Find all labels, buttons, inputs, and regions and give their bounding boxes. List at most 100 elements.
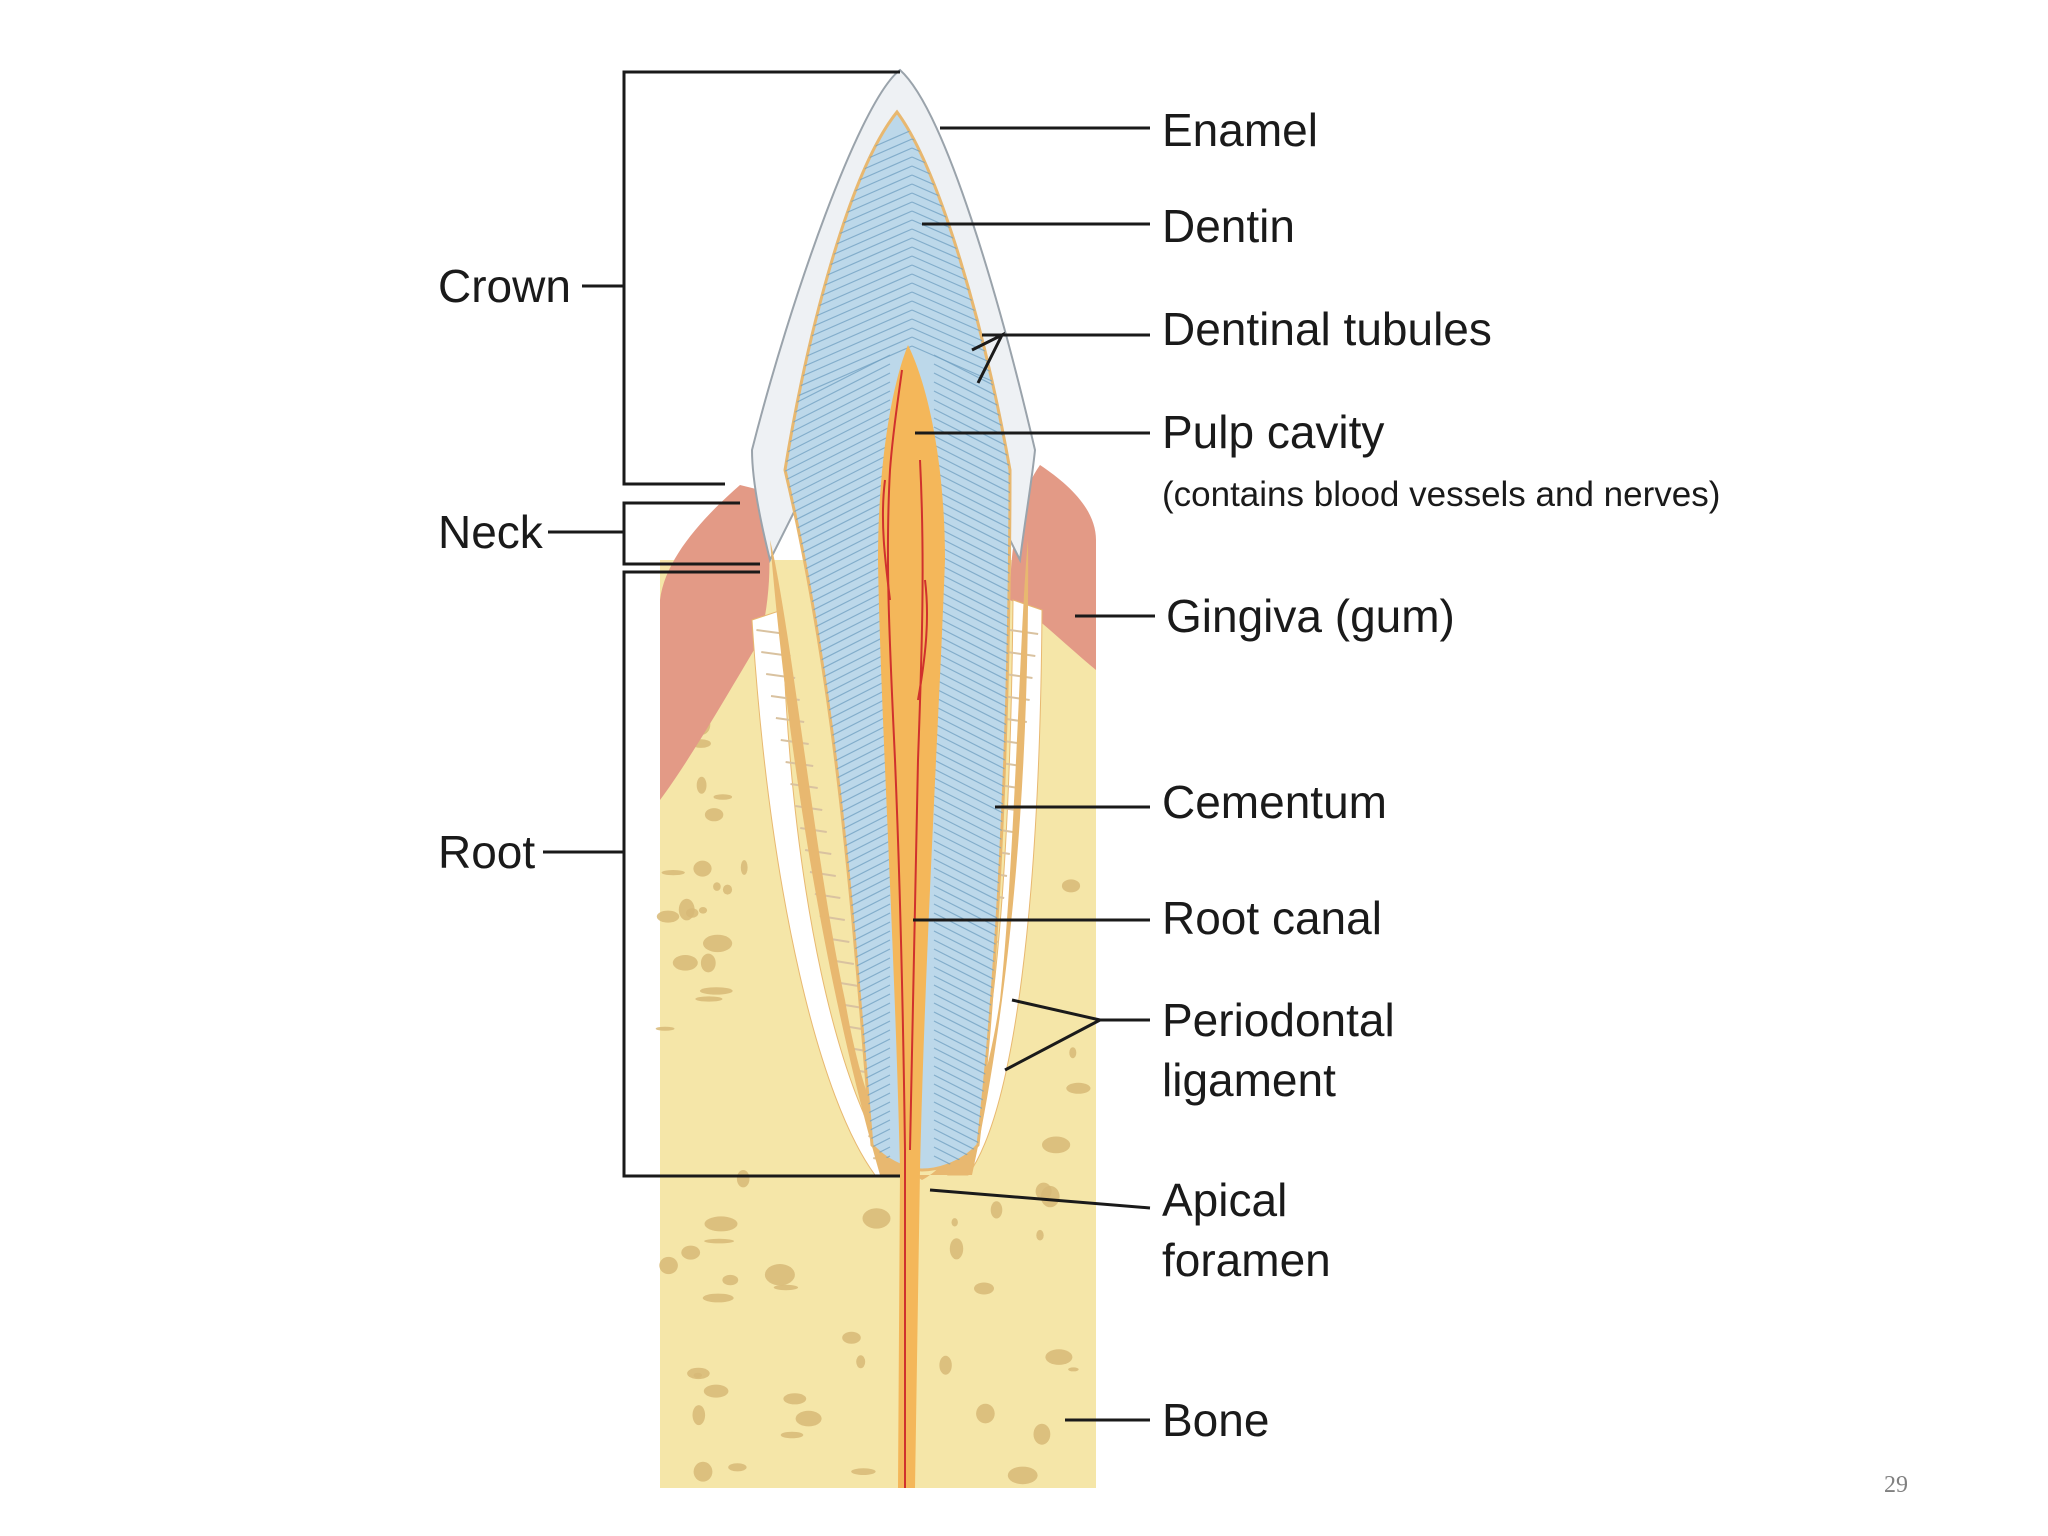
dentinal-tubule: [785, 480, 891, 552]
dentinal-tubule: [933, 543, 1010, 615]
blood-vessel: [881, 479, 891, 601]
bone-spot: [780, 1431, 804, 1439]
bone-spot: [704, 1216, 738, 1232]
neck-label: Neck: [438, 506, 544, 558]
bone-spot: [1069, 1047, 1077, 1059]
dentinal-tubule: [785, 255, 913, 327]
dentinal-tubule: [933, 426, 1010, 498]
bone-spot: [678, 898, 695, 921]
crown-bracket: [582, 70, 900, 486]
bone-spot: [740, 860, 748, 875]
pulp-cavity: [878, 345, 945, 1488]
bone-spot: [700, 953, 716, 973]
bone-spot: [661, 870, 685, 876]
dentinal-tubule: [933, 435, 1010, 507]
dentinal-tubule: [933, 399, 1010, 471]
dentinal-tubule: [785, 453, 891, 525]
dentinal-tubule: [933, 624, 1010, 696]
periodontal-fiber: [1004, 673, 1033, 679]
bone-spot: [672, 955, 698, 971]
dentinal-tubule: [785, 498, 891, 570]
dentinal-tubule: [785, 489, 891, 561]
bone-spot: [693, 1372, 702, 1378]
dentinal-tubule: [785, 507, 891, 579]
dentinal-tubule: [933, 750, 1010, 822]
dentinal-tubule: [785, 273, 913, 345]
bone-spot: [722, 884, 733, 895]
bone-spot: [659, 1256, 678, 1275]
dentinal-tubule: [785, 516, 891, 588]
bone-spot: [951, 1218, 958, 1227]
bone-spot: [703, 934, 733, 953]
bone-spot: [656, 910, 680, 923]
blood-vessel: [909, 459, 924, 1151]
root-label: Root: [438, 826, 535, 878]
dentinal-tubule: [933, 606, 1010, 678]
periodontal-ligament-leader: [1004, 998, 1150, 1072]
dentinal-tubule: [933, 534, 1010, 606]
dentinal-tubule: [933, 714, 1010, 786]
bone-spot: [976, 1403, 995, 1424]
dentinal-tubule: [785, 606, 891, 678]
bone-spot: [1068, 1367, 1079, 1372]
dentin-label: Dentin: [1162, 200, 1295, 252]
dentinal-tubule: [933, 507, 1010, 579]
dentinal-tubule: [933, 489, 1010, 561]
dentinal-tubule: [933, 741, 1010, 813]
dentinal-tubule: [785, 300, 913, 372]
dentinal-tubule: [933, 561, 1010, 633]
dentinal-tubule: [785, 354, 891, 426]
dentinal-tubule: [785, 264, 913, 336]
bone-spot: [713, 882, 721, 891]
dentinal-tubule: [785, 399, 891, 471]
bone-spot: [1066, 1082, 1091, 1094]
bone-spot: [974, 1282, 994, 1295]
dentinal-tubule: [785, 597, 891, 669]
bone-spot: [681, 1245, 701, 1260]
bone-spot: [699, 987, 733, 995]
pulp-cavity-label: Pulp cavity: [1162, 406, 1384, 458]
dentinal-tubule: [933, 480, 1010, 552]
apical-foramen-leader: [929, 1188, 1151, 1210]
dentinal-tubule: [933, 444, 1010, 516]
bone-spot: [949, 1238, 964, 1260]
bone-spot: [939, 1355, 952, 1375]
dentinal-tubule: [785, 381, 891, 453]
bone-spot: [1061, 879, 1081, 893]
dentinal-tubule: [933, 453, 1010, 525]
apical-foramen-label-line1: Apical: [1162, 1174, 1287, 1226]
page-number: 29: [1884, 1472, 1908, 1498]
bone-spot: [728, 1463, 747, 1472]
bone-spot: [698, 907, 708, 914]
dentinal-tubule: [933, 642, 1010, 714]
dentinal-tubule: [933, 669, 1010, 741]
dentinal-tubule: [933, 687, 1010, 759]
dentinal-tubule: [933, 723, 1010, 795]
bone-spot: [1007, 1466, 1038, 1485]
bone-spot: [856, 1355, 866, 1369]
bone-spot: [693, 1461, 713, 1482]
dentinal-tubule: [933, 732, 1010, 804]
dentinal-tubule: [933, 516, 1010, 588]
bone-spot: [1033, 1423, 1051, 1445]
periodontal-ligament-label-line1: Periodontal: [1162, 994, 1395, 1046]
dentinal-tubule: [933, 759, 1010, 831]
dentinal-tubule: [933, 633, 1010, 705]
gingiva-label: Gingiva (gum): [1166, 590, 1455, 642]
dentinal-tubules-leader: [971, 331, 1150, 384]
dentinal-tubule: [785, 426, 891, 498]
bone-spot: [693, 860, 712, 877]
dentinal-tubule: [785, 336, 913, 408]
dentinal-tubule: [933, 615, 1010, 687]
bone-spot: [795, 1410, 822, 1427]
dentinal-tubule: [933, 696, 1010, 768]
dentinal-tubule: [785, 525, 891, 597]
enamel-label: Enamel: [1162, 104, 1318, 156]
dentinal-tubule: [933, 1137, 1010, 1170]
dentinal-tubule: [785, 291, 913, 363]
periodontal-ligament-label-line2: ligament: [1162, 1054, 1336, 1106]
bone-spot: [695, 996, 723, 1002]
dentinal-tubule: [933, 597, 1010, 669]
dentinal-tubule: [785, 534, 891, 606]
